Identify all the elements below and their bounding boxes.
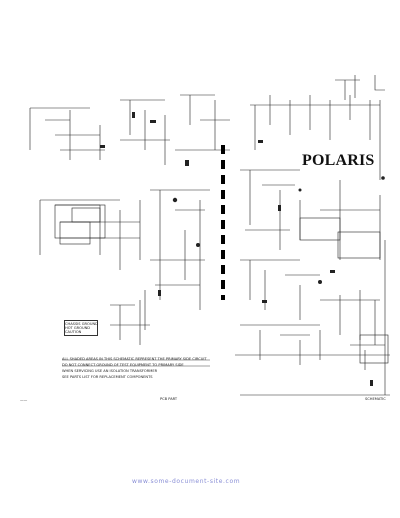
component <box>158 290 161 296</box>
ic-block <box>359 334 389 364</box>
watermark: www.some-document-site.com <box>132 478 241 485</box>
ic-block <box>299 217 341 241</box>
legend-row: HOT GROUND <box>65 326 91 330</box>
wire <box>240 324 385 370</box>
connector-dot <box>381 176 385 180</box>
component <box>132 112 135 118</box>
ic-block <box>71 207 101 223</box>
brand-label: POLARIS <box>302 152 375 169</box>
component <box>278 205 281 211</box>
footer-right: SCHEMATIC <box>365 397 386 401</box>
legend-box <box>64 320 98 336</box>
component <box>370 380 373 386</box>
connector-dot <box>196 243 200 247</box>
wire <box>120 94 230 165</box>
footer-center: PCB PART <box>160 397 178 401</box>
connector-dot <box>318 280 322 284</box>
component <box>262 300 267 303</box>
note-line: WHEN SERVICING USE AN ISOLATION TRANSFOR… <box>62 369 158 373</box>
footer-left: —— <box>20 398 28 402</box>
legend-row: CAUTION <box>65 330 82 334</box>
legend-row: CHASSIS GROUND <box>65 322 98 326</box>
wire <box>110 290 150 345</box>
wire <box>335 75 360 100</box>
component <box>150 120 156 123</box>
wire <box>240 259 380 345</box>
connector-dot <box>298 188 302 192</box>
note-line: SEE PARTS LIST FOR REPLACEMENT COMPONENT… <box>62 375 153 379</box>
note-line: ALL SHADED AREAS IN THIS SCHEMATIC REPRE… <box>62 357 207 361</box>
component <box>185 160 189 166</box>
component <box>100 145 105 148</box>
wire <box>150 189 210 310</box>
wire <box>240 169 381 260</box>
ic-block <box>337 231 381 259</box>
ic-block <box>54 204 106 239</box>
component <box>330 270 335 273</box>
note-line: DO NOT CONNECT GROUND OF TEST EQUIPMENT … <box>62 363 184 367</box>
component <box>258 140 263 143</box>
wire <box>374 75 385 91</box>
wire <box>250 95 381 180</box>
connector-dot <box>172 197 178 203</box>
ic-block <box>59 221 91 245</box>
wire <box>29 107 105 160</box>
